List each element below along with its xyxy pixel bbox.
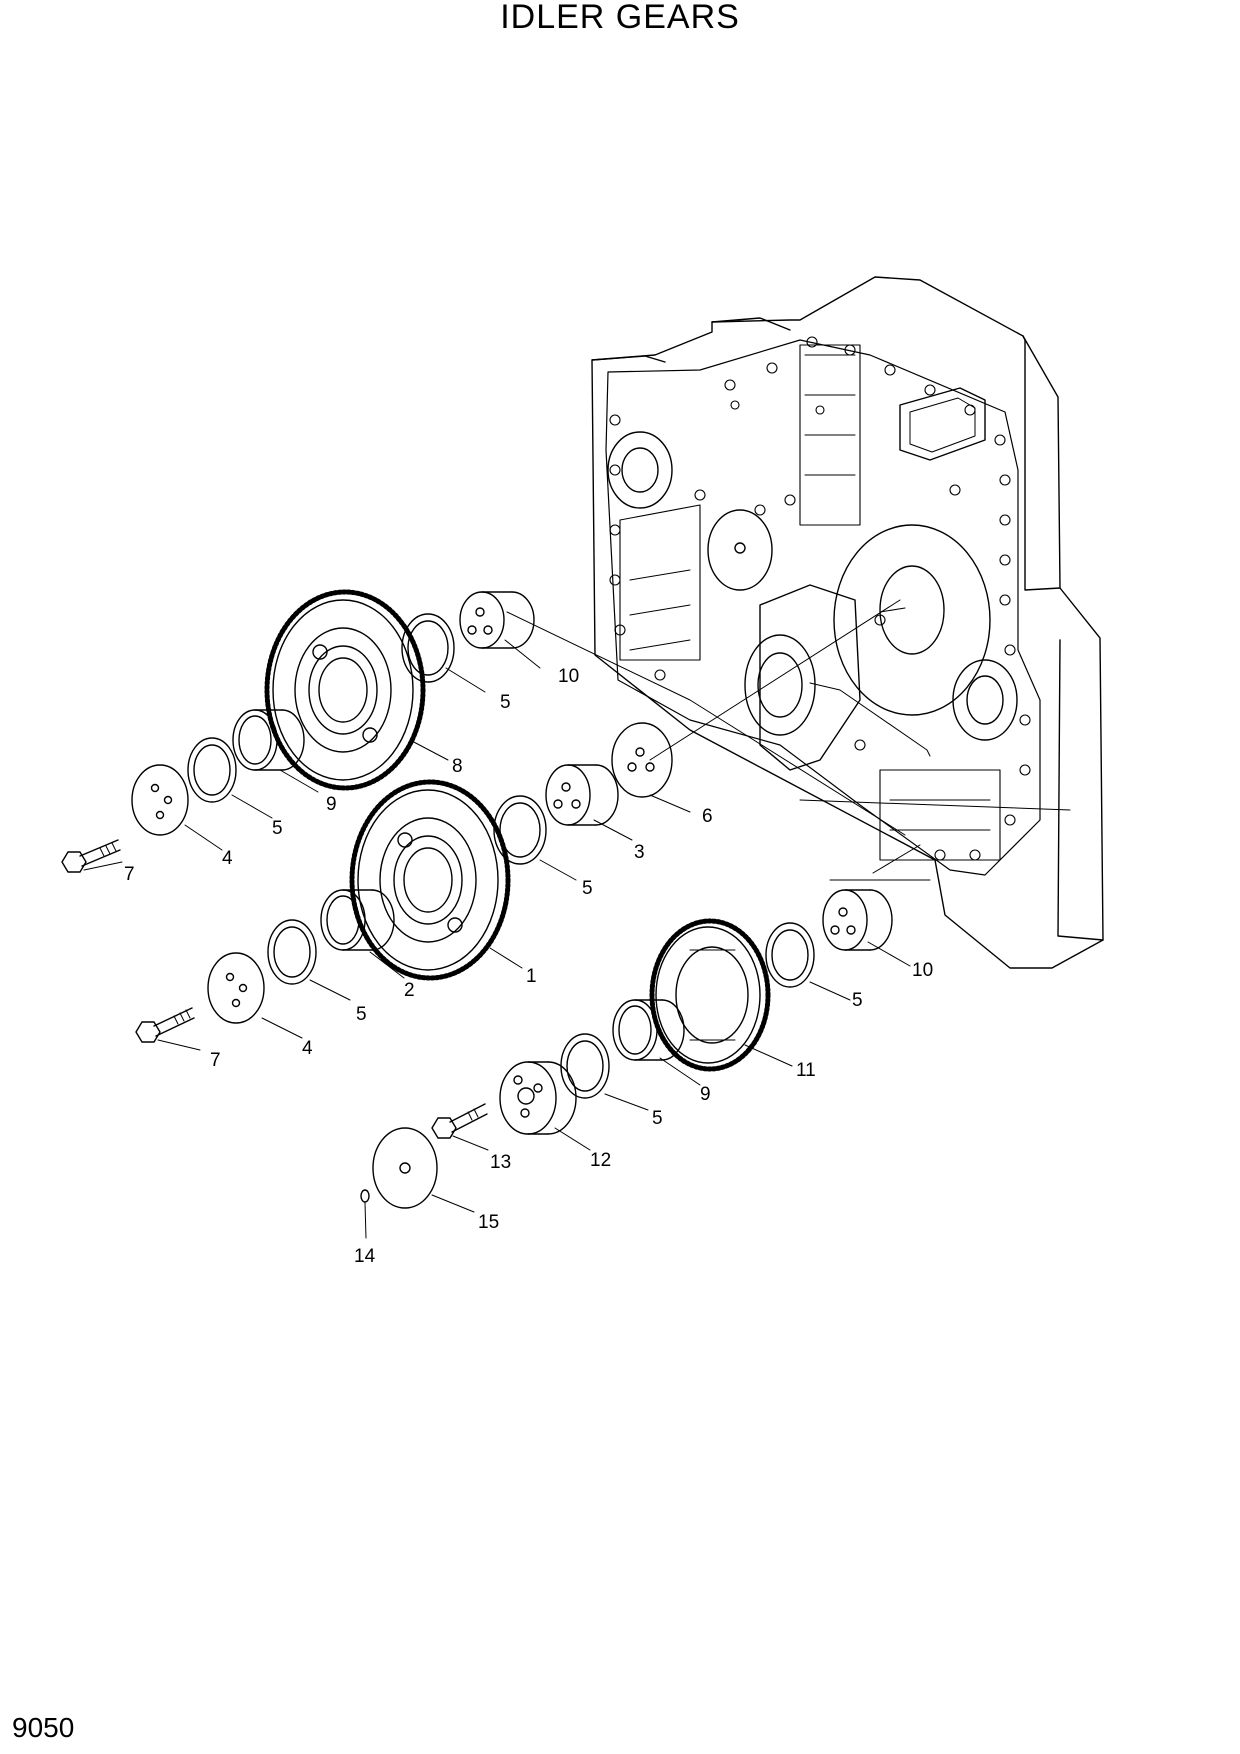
callout-15: 15 <box>478 1212 499 1233</box>
callout-5-lower-left: 5 <box>356 1004 367 1025</box>
callout-9-lower: 9 <box>700 1084 711 1105</box>
callout-5-mid-left: 5 <box>272 818 283 839</box>
bolt-7-top <box>61 839 121 873</box>
cover-15 <box>372 1127 438 1209</box>
callout-5-top: 5 <box>500 692 511 713</box>
spacer-10-lower <box>822 889 893 951</box>
gear-11 <box>649 918 771 1072</box>
callout-14: 14 <box>354 1246 376 1267</box>
page-code: 9050 <box>12 1712 75 1743</box>
callout-6: 6 <box>702 806 713 827</box>
callout-leaders <box>83 639 911 1239</box>
plate-6 <box>611 722 673 798</box>
ring-5-lower-left <box>267 919 317 985</box>
spacer-3 <box>545 764 619 826</box>
callout-4-lower: 4 <box>302 1038 313 1059</box>
ring-5-lower <box>560 1033 610 1099</box>
callout-5-mid: 5 <box>582 878 593 899</box>
bolt-7-lower <box>135 1007 195 1043</box>
gear-1 <box>349 779 511 981</box>
ring-5-right <box>765 922 815 988</box>
gear-housing <box>591 276 1104 969</box>
callout-10-lower: 10 <box>912 960 933 981</box>
callout-5-lower: 5 <box>652 1108 663 1129</box>
ring-5-mid-left <box>187 737 237 803</box>
callout-labels: 10 5 8 9 5 4 7 6 3 5 1 2 5 4 7 10 5 11 9… <box>124 666 933 1267</box>
washer-4-lower <box>207 952 265 1024</box>
ring-5-top <box>401 613 455 683</box>
callout-9-top: 9 <box>326 794 337 815</box>
callout-4-top: 4 <box>222 848 233 869</box>
hub-12 <box>499 1061 577 1135</box>
callout-13: 13 <box>490 1152 511 1173</box>
gear-8 <box>264 589 426 791</box>
callout-3: 3 <box>634 842 645 863</box>
ring-5-mid <box>493 795 547 865</box>
callout-1: 1 <box>526 966 537 987</box>
callout-5-right: 5 <box>852 990 863 1011</box>
bushing-9-top <box>232 709 305 771</box>
callout-7-lower: 7 <box>210 1050 221 1071</box>
ball-14 <box>360 1189 370 1203</box>
callout-8: 8 <box>452 756 463 777</box>
callout-12: 12 <box>590 1150 611 1171</box>
bushing-9-lower <box>612 999 685 1061</box>
diagram-title: IDLER GEARS <box>500 0 740 36</box>
bolt-13 <box>431 1103 488 1139</box>
spacer-10-top <box>459 591 535 649</box>
callout-2: 2 <box>404 980 415 1001</box>
callout-7-top: 7 <box>124 864 135 885</box>
washer-4-top <box>131 764 189 836</box>
axis-lines <box>506 599 1071 881</box>
callout-10-top: 10 <box>558 666 579 687</box>
bushing-2 <box>320 889 395 951</box>
callout-11: 11 <box>796 1060 816 1081</box>
